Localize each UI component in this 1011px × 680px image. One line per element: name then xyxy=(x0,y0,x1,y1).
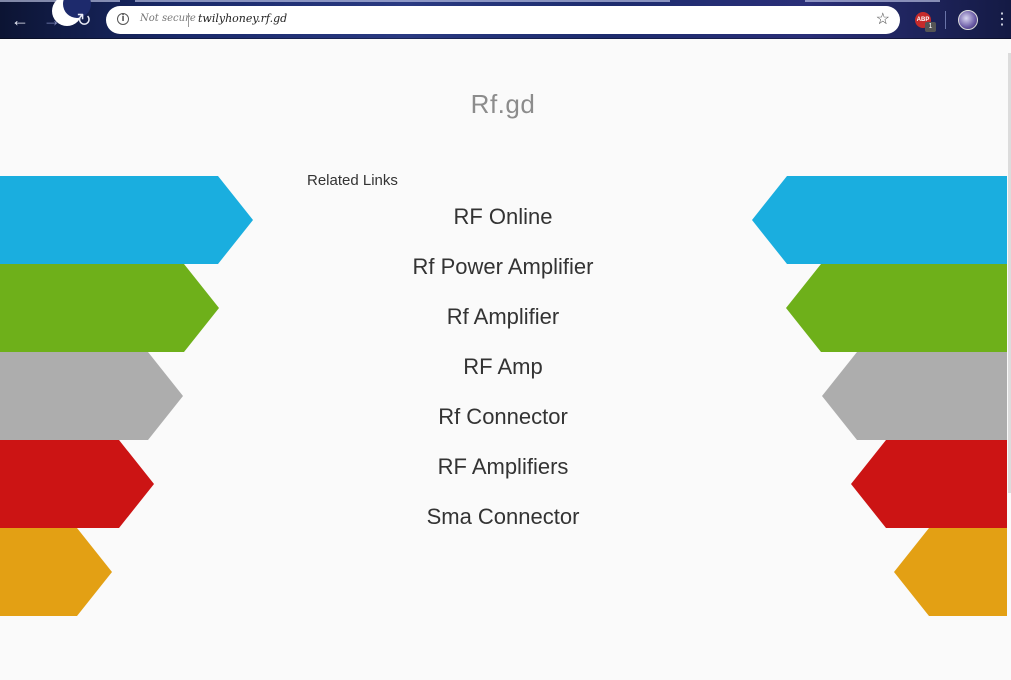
decorative-arrow-red-left xyxy=(0,440,154,528)
adblock-count-badge: 1 xyxy=(925,22,936,32)
related-link[interactable]: Rf Power Amplifier xyxy=(412,254,594,279)
related-links-heading: Related Links xyxy=(307,172,398,189)
profile-avatar[interactable] xyxy=(958,10,978,30)
decorative-arrow-gray-right xyxy=(822,352,1007,440)
related-link[interactable]: RF Online xyxy=(453,204,553,229)
site-title: Rf.gd xyxy=(470,89,536,119)
info-icon[interactable]: i xyxy=(117,13,129,25)
related-link[interactable]: RF Amplifiers xyxy=(437,454,569,479)
decorative-arrow-green-left xyxy=(0,264,219,352)
related-links-list: RF Online Rf Power Amplifier Rf Amplifie… xyxy=(300,200,706,550)
forward-button[interactable]: → xyxy=(43,10,61,30)
decorative-arrow-blue-left xyxy=(0,176,253,264)
related-link[interactable]: Rf Amplifier xyxy=(446,304,560,329)
security-label[interactable]: Not secure xyxy=(140,13,196,24)
more-vertical-icon[interactable]: ⋮ xyxy=(994,11,1010,28)
tab-strip xyxy=(135,0,670,2)
related-link[interactable]: RF Amp xyxy=(463,354,543,379)
page-content xyxy=(0,39,1011,680)
tab-strip xyxy=(805,0,940,2)
toolbar-divider xyxy=(945,11,946,29)
back-button[interactable]: ← xyxy=(11,10,29,30)
related-link[interactable]: Sma Connector xyxy=(426,504,580,529)
address-bar[interactable]: i Not secure twilyhoney.rf.gd ☆ xyxy=(106,6,900,34)
scrollbar[interactable] xyxy=(1008,53,1011,493)
decorative-arrow-red-right xyxy=(851,440,1007,528)
url-text[interactable]: twilyhoney.rf.gd xyxy=(198,12,288,25)
star-icon[interactable]: ☆ xyxy=(875,11,890,28)
moon-icon xyxy=(52,0,91,26)
decorative-arrow-green-right xyxy=(786,264,1007,352)
related-link[interactable]: Rf Connector xyxy=(438,404,568,429)
omnibox-divider xyxy=(188,13,189,27)
reload-button[interactable]: ↻ xyxy=(76,10,92,30)
decorative-arrow-blue-right xyxy=(752,176,1007,264)
decorative-arrow-gray-left xyxy=(0,352,183,440)
browser-toolbar: ← → ↻ i Not secure twilyhoney.rf.gd ☆ AB… xyxy=(0,0,1011,39)
